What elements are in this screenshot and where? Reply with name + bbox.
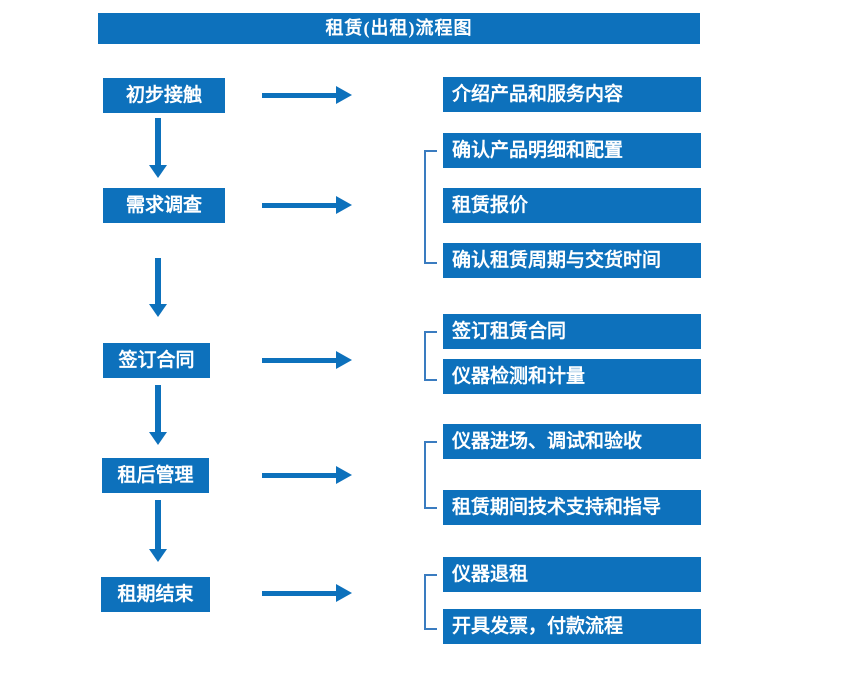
group-bracket-demand-survey [424,150,437,264]
step-box-post-rental-management: 租后管理 [102,458,209,493]
arrow-shaft [262,590,338,596]
group-bracket-sign-contract [424,331,437,381]
arrow-shaft [155,500,161,550]
down-arrow-4 [149,500,167,562]
arrow-shaft [262,357,338,363]
detail-box-rental-quotation: 租赁报价 [443,188,701,223]
arrow-head-icon [149,165,167,178]
right-arrow-4 [262,466,352,484]
detail-box-invoice-payment: 开具发票，付款流程 [443,609,701,644]
detail-box-confirm-product-details: 确认产品明细和配置 [443,133,701,168]
arrow-head-icon [336,351,352,369]
right-arrow-2 [262,196,352,214]
detail-box-instrument-setup-acceptance: 仪器进场、调试和验收 [443,424,701,459]
page-title: 租赁(出租)流程图 [325,18,473,38]
detail-box-confirm-period-delivery: 确认租赁周期与交货时间 [443,243,701,278]
arrow-shaft [155,385,161,433]
down-arrow-2 [149,258,167,317]
detail-box-instrument-return: 仪器退租 [443,557,701,592]
right-arrow-1 [262,86,352,104]
arrow-head-icon [149,304,167,317]
arrow-shaft [262,92,338,98]
group-bracket-rental-end [424,574,437,630]
step-box-rental-end: 租期结束 [101,577,210,612]
step-box-initial-contact: 初步接触 [103,78,225,113]
arrow-shaft [262,472,338,478]
arrow-shaft [262,202,338,208]
arrow-head-icon [149,432,167,445]
arrow-head-icon [336,466,352,484]
arrow-head-icon [149,549,167,562]
down-arrow-3 [149,385,167,445]
title-bar: 租赁(出租)流程图 [98,13,700,44]
detail-box-introduce-products: 介绍产品和服务内容 [443,77,701,112]
detail-box-instrument-inspection: 仪器检测和计量 [443,359,701,394]
detail-box-technical-support: 租赁期间技术支持和指导 [443,490,701,525]
arrow-shaft [155,258,161,305]
arrow-head-icon [336,86,352,104]
right-arrow-5 [262,584,352,602]
arrow-shaft [155,118,161,166]
right-arrow-3 [262,351,352,369]
step-box-sign-contract: 签订合同 [103,343,210,378]
step-box-demand-survey: 需求调查 [103,188,225,223]
group-bracket-post-rental [424,441,437,509]
detail-box-sign-rental-contract: 签订租赁合同 [443,314,701,349]
down-arrow-1 [149,118,167,178]
arrow-head-icon [336,196,352,214]
arrow-head-icon [336,584,352,602]
